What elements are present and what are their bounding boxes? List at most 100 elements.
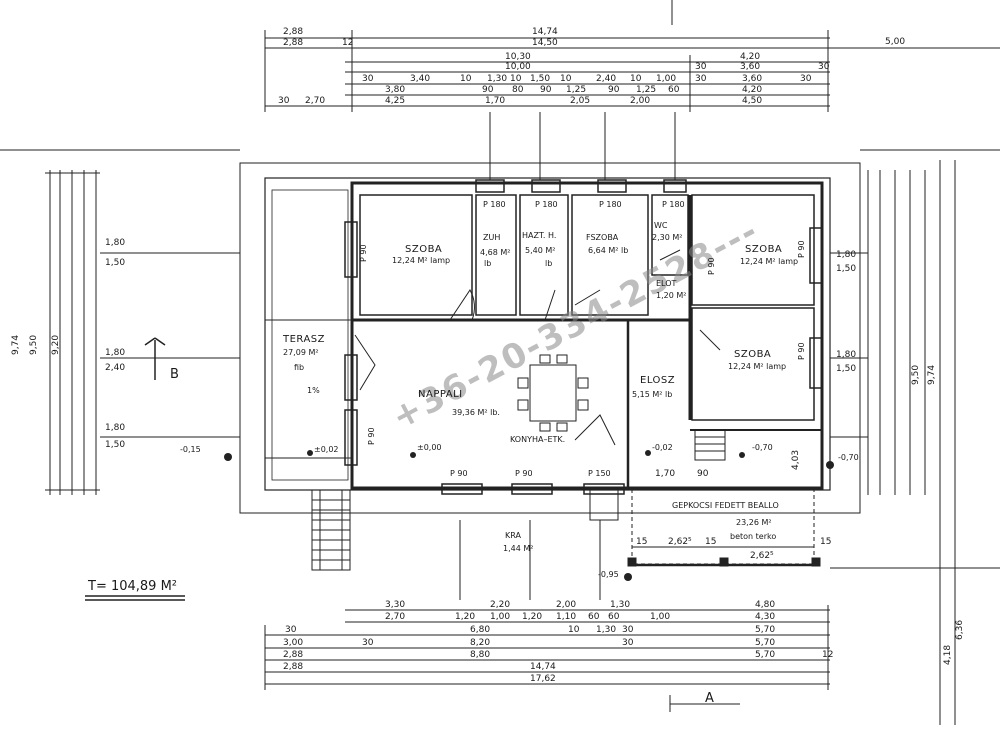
bottom-dimension-lines xyxy=(264,605,830,712)
room-name: SZOBA xyxy=(405,244,442,255)
dim-label: 2,88 xyxy=(283,27,303,37)
room-area: 2,30 M² xyxy=(652,233,682,242)
dim-label: 80 xyxy=(512,85,524,95)
dim-label: 60 xyxy=(668,85,680,95)
dim-label: 30 xyxy=(362,638,374,648)
room-area: 4,68 M² xyxy=(480,248,510,257)
dim-label: 14,74 xyxy=(532,27,558,37)
dim-label: 1,50 xyxy=(105,440,125,450)
dim-label: 3,60 xyxy=(740,62,760,72)
room-name: HAZT. H. xyxy=(522,231,556,240)
dining-table xyxy=(517,354,589,432)
window-label: P 150 xyxy=(588,469,611,478)
dim-label: 1,10 xyxy=(556,612,576,622)
dim-label: 2,00 xyxy=(556,600,576,610)
level-markers xyxy=(224,450,834,581)
opening-labels: P 90 P 90 P 90 P 90 P 90 P 90 P 90 P 150… xyxy=(359,200,806,478)
room-floor: lb xyxy=(545,259,552,268)
dim-label: 3,40 xyxy=(410,74,430,84)
dim-label: 30 xyxy=(800,74,812,84)
dim-label: 30 xyxy=(285,625,297,635)
window-label: P 90 xyxy=(797,342,806,360)
dim-label: 90 xyxy=(608,85,620,95)
window-label: P 90 xyxy=(359,244,368,262)
opening-label: P 180 xyxy=(662,200,685,209)
dim-label: 2,88 xyxy=(283,662,303,672)
dim-label: 30 xyxy=(362,74,374,84)
dim-label: 30 xyxy=(818,62,830,72)
dim-label: 2,62⁵ xyxy=(668,537,692,547)
room-area: 5,40 M² xyxy=(525,246,555,255)
dim-label: 1,30 xyxy=(610,600,630,610)
opening-label: P 180 xyxy=(483,200,506,209)
dim-label: 9,74 xyxy=(11,335,21,355)
dim-label: 1,50 xyxy=(836,264,856,274)
dim-label: 3,80 xyxy=(385,85,405,95)
building-walls xyxy=(239,162,861,514)
level-label: ±0,02 xyxy=(314,445,339,454)
windows xyxy=(344,179,823,495)
level-label: -0,95 xyxy=(598,570,619,579)
level-label: -0,15 xyxy=(180,445,201,454)
level-label: -0,70 xyxy=(838,453,859,462)
top-dimension-lines xyxy=(264,0,1000,180)
dim-label: 3,00 xyxy=(283,638,303,648)
dim-label: 10 xyxy=(460,74,472,84)
dim-label: 3,60 xyxy=(742,74,762,84)
dim-label: 4,18 xyxy=(943,645,953,665)
dim-label: 1,80 xyxy=(105,238,125,248)
window-label: P 90 xyxy=(515,469,533,478)
kra-box xyxy=(459,489,619,600)
left-dimension-labels: 9,74 9,50 9,20 1,80 2,40 1,80 1,50 1,80 … xyxy=(11,238,125,450)
dim-label: 2,62⁵ xyxy=(750,551,774,561)
dim-label: 5,70 xyxy=(755,650,775,660)
dim-label: 4,20 xyxy=(742,85,762,95)
dim-label: 1,00 xyxy=(656,74,676,84)
dim-label: 1,25 xyxy=(566,85,586,95)
room-area: 5,15 M² lb xyxy=(632,390,672,399)
dim-label: 10,30 xyxy=(505,52,531,62)
right-dimension-lines xyxy=(830,149,1000,725)
dim-label: 8,20 xyxy=(470,638,490,648)
dim-label: 5,70 xyxy=(755,638,775,648)
room-name: FSZOBA xyxy=(586,233,619,242)
level-label: -0,02 xyxy=(652,443,673,452)
room-area: 1,44 M² xyxy=(503,544,533,553)
dim-label: 2,40 xyxy=(105,363,125,373)
dim-label: 60 xyxy=(608,612,620,622)
dim-label: 1,20 xyxy=(522,612,542,622)
dim-label: 30 xyxy=(622,638,634,648)
room-area: 1,20 M² xyxy=(656,291,686,300)
dim-label: 14,50 xyxy=(532,38,558,48)
dim-label: 14,74 xyxy=(530,662,556,672)
carport-dimension-labels: 15 2,62⁵ 15 2,62⁵ 15 4,03 1,70 90 xyxy=(636,450,831,561)
dim-label: 15 xyxy=(636,537,647,547)
room-name: SZOBA xyxy=(734,349,771,360)
room-area: 12,24 M² lamp xyxy=(740,257,798,266)
dim-label: 5,70 xyxy=(755,625,775,635)
room-name: KRA xyxy=(505,531,521,540)
bottom-dimension-labels: 3,30 2,20 2,00 1,30 4,80 2,70 1,20 1,00 … xyxy=(283,600,833,684)
dim-label: 10,00 xyxy=(505,62,531,72)
terrace-stairs xyxy=(311,489,351,571)
room-area: 6,64 M² lb xyxy=(588,246,628,255)
dim-label: 9,50 xyxy=(29,335,39,355)
dim-label: 10 xyxy=(630,74,642,84)
dim-label: 90 xyxy=(482,85,494,95)
dim-label: 4,03 xyxy=(791,450,801,470)
dim-label: 2,70 xyxy=(385,612,405,622)
section-mark-b: B xyxy=(170,367,179,382)
total-area-label: T= 104,89 M² xyxy=(87,579,177,594)
dim-label: 90 xyxy=(697,469,709,479)
dim-label: 1,70 xyxy=(485,96,505,106)
dim-label: 1,00 xyxy=(490,612,510,622)
room-area: 12,24 M² lamp xyxy=(728,362,786,371)
dim-label: 2,40 xyxy=(596,74,616,84)
dim-label: 8,80 xyxy=(470,650,490,660)
dim-label: 2,70 xyxy=(305,96,325,106)
dim-label: 1,50 xyxy=(836,364,856,374)
left-dimension-lines xyxy=(0,149,240,495)
dim-label: 4,80 xyxy=(755,600,775,610)
dim-label: 1,50 xyxy=(530,74,550,84)
dim-label: 4,50 xyxy=(742,96,762,106)
